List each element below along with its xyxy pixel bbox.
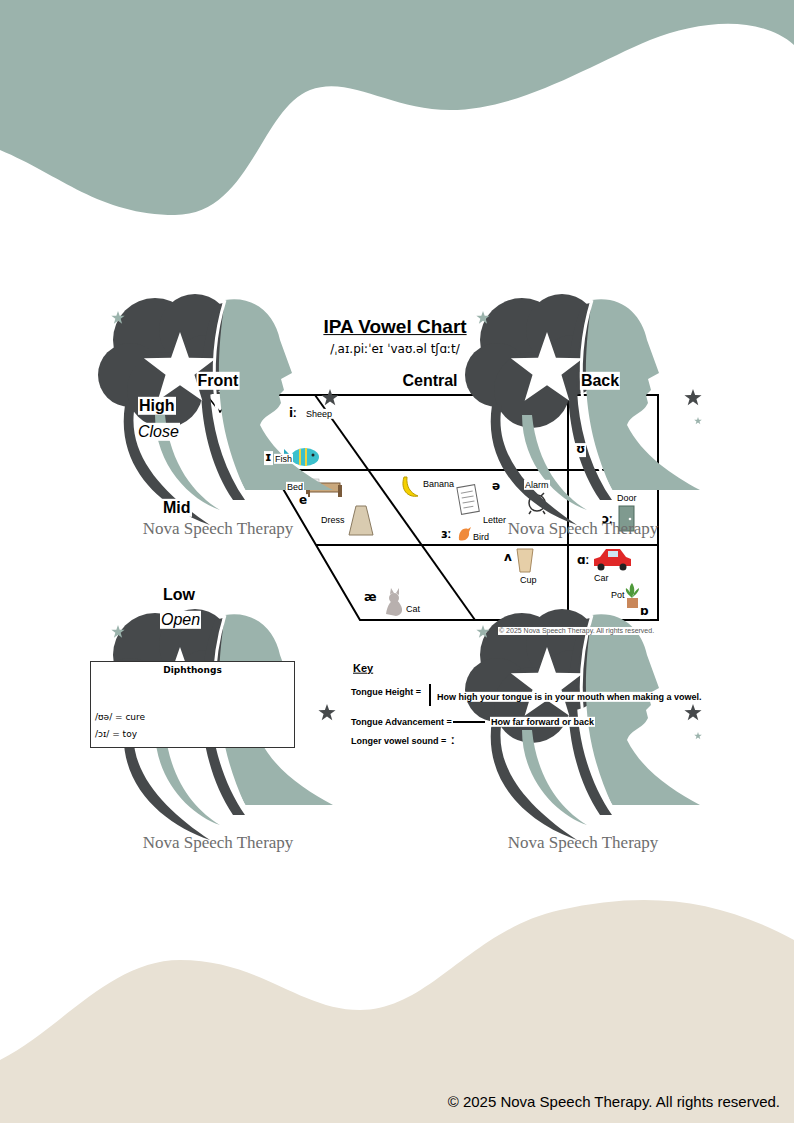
key-heading: Key [352,662,374,675]
watermark-logo [465,609,700,840]
example-word: Banana [422,479,455,489]
diphthong-entry: /ɔɪ/ = toy [95,729,290,740]
axis-label: Back [580,372,620,390]
axis-label: Low [162,586,196,604]
example-word: Door [616,493,638,503]
vowel-symbol: ə [491,480,501,494]
dress-icon [349,506,373,535]
example-word: Cat [405,604,421,614]
axis-label: High [138,397,176,415]
key-text: How far forward or back [490,717,595,727]
top-wave [0,0,794,215]
footer-text: © 2025 Nova Speech Therapy. All rights r… [448,1093,780,1110]
banana-icon [403,477,418,496]
car-icon [594,549,631,571]
vowel-symbol: ɜː [440,528,453,542]
axis-label: Close [137,423,180,441]
watermark: Nova Speech Therapy [143,519,294,539]
diphthong-entry: /ʊə/ = cure [95,712,290,723]
watermark-logo [98,294,333,525]
vowel-symbol: ʊ [575,443,586,457]
letter-icon [457,485,479,515]
axis-label: Mid [162,499,192,517]
key-text: Tongue Height = [350,687,422,697]
vowel-symbol: ʌ [503,551,513,565]
box-heading: Diphthongs [95,665,290,676]
axis-label: Central [401,372,458,390]
bottom-wave [0,900,794,1123]
pot-icon [626,583,639,608]
axis-label: Open [160,611,201,629]
vowel-symbol: iː [288,407,298,421]
axis-label: Front [197,372,240,390]
example-word: Sheep [305,409,333,419]
example-word: Letter [482,515,507,525]
watermark: Nova Speech Therapy [508,519,659,539]
watermark-logo [465,294,700,525]
cat-icon [386,588,402,616]
watermark: Nova Speech Therapy [508,833,659,853]
vowel-symbol: ɒ [639,605,650,619]
key-text: How high your tongue is in your mouth wh… [436,692,728,702]
key-text: Tongue Advancement = [350,717,453,727]
key-height-mark [429,684,431,706]
example-word: Cup [519,575,538,585]
diphthong-box: Diphthongs/ʊə/ = cure/ɔɪ/ = toy [90,661,295,748]
example-word: Car [593,573,610,583]
example-word: Bird [472,532,490,542]
vowel-symbol: æ [363,591,378,605]
chart-title: IPA Vowel Chart [322,316,467,338]
vowel-symbol: e [298,494,308,508]
cup-icon [517,549,533,572]
example-word: Bed [286,482,304,492]
phonetic-subtitle: /ˌaɪ.piːˈeɪ ˈvaʊ.əl tʃɑːt/ [329,343,461,357]
example-word: Fish [274,454,293,464]
bird-icon [459,527,471,541]
watermark: Nova Speech Therapy [143,833,294,853]
copyright-note: © 2025 Nova Speech Therapy. All rights r… [498,627,655,635]
vowel-symbol: ɪ [264,451,273,465]
long-mark: ː [450,734,456,748]
example-word: Pot [610,590,626,600]
key-text: Longer vowel sound = [350,736,447,746]
example-word: Alarm [524,480,550,490]
example-word: Dress [320,515,346,525]
vowel-symbol: ɑː [576,554,591,568]
